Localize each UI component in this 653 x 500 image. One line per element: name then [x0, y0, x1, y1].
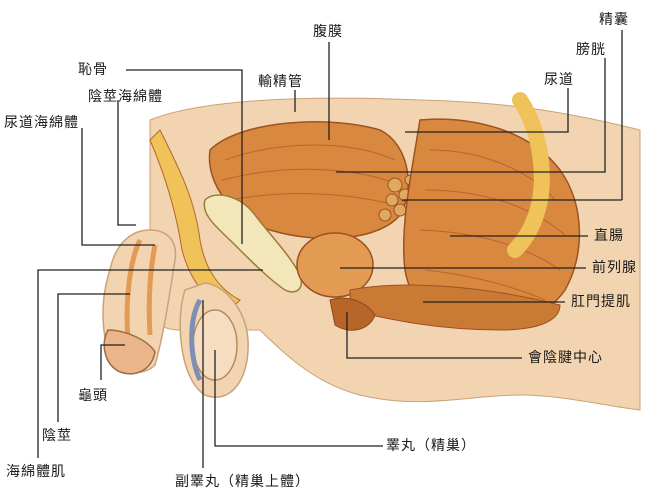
label-peritoneum: 腹膜	[313, 24, 343, 40]
label-penis: 陰莖	[42, 428, 72, 444]
label-pubis: 恥骨	[78, 62, 108, 78]
leader-glans	[101, 345, 125, 380]
label-testis: 睪丸（精巢）	[386, 438, 476, 454]
label-prostate: 前列腺	[592, 260, 637, 276]
leader-testis	[215, 350, 383, 446]
label-corpus-spongiosum-urethra: 尿道海綿體	[4, 115, 79, 131]
label-vas-deferens: 輸精管	[258, 74, 303, 90]
leader-urethra	[405, 88, 568, 132]
label-levator-ani: 肛門提肌	[571, 294, 631, 310]
label-corpus-spongiosum-penis: 陰莖海綿體	[88, 89, 163, 105]
leader-perineal	[347, 312, 522, 358]
label-bulbospongiosus: 海綿體肌	[6, 464, 66, 480]
leader-corpus-penis	[118, 100, 136, 225]
label-urethra: 尿道	[544, 72, 574, 88]
label-glans: 龜頭	[78, 388, 108, 404]
label-bladder: 膀胱	[576, 42, 606, 58]
label-rectum: 直腸	[594, 228, 624, 244]
label-epididymis: 副睪丸（精巢上體）	[175, 474, 310, 490]
label-seminal-vesicle: 精囊	[599, 12, 629, 28]
label-perineal-center: 會陰腱中心	[528, 350, 603, 366]
